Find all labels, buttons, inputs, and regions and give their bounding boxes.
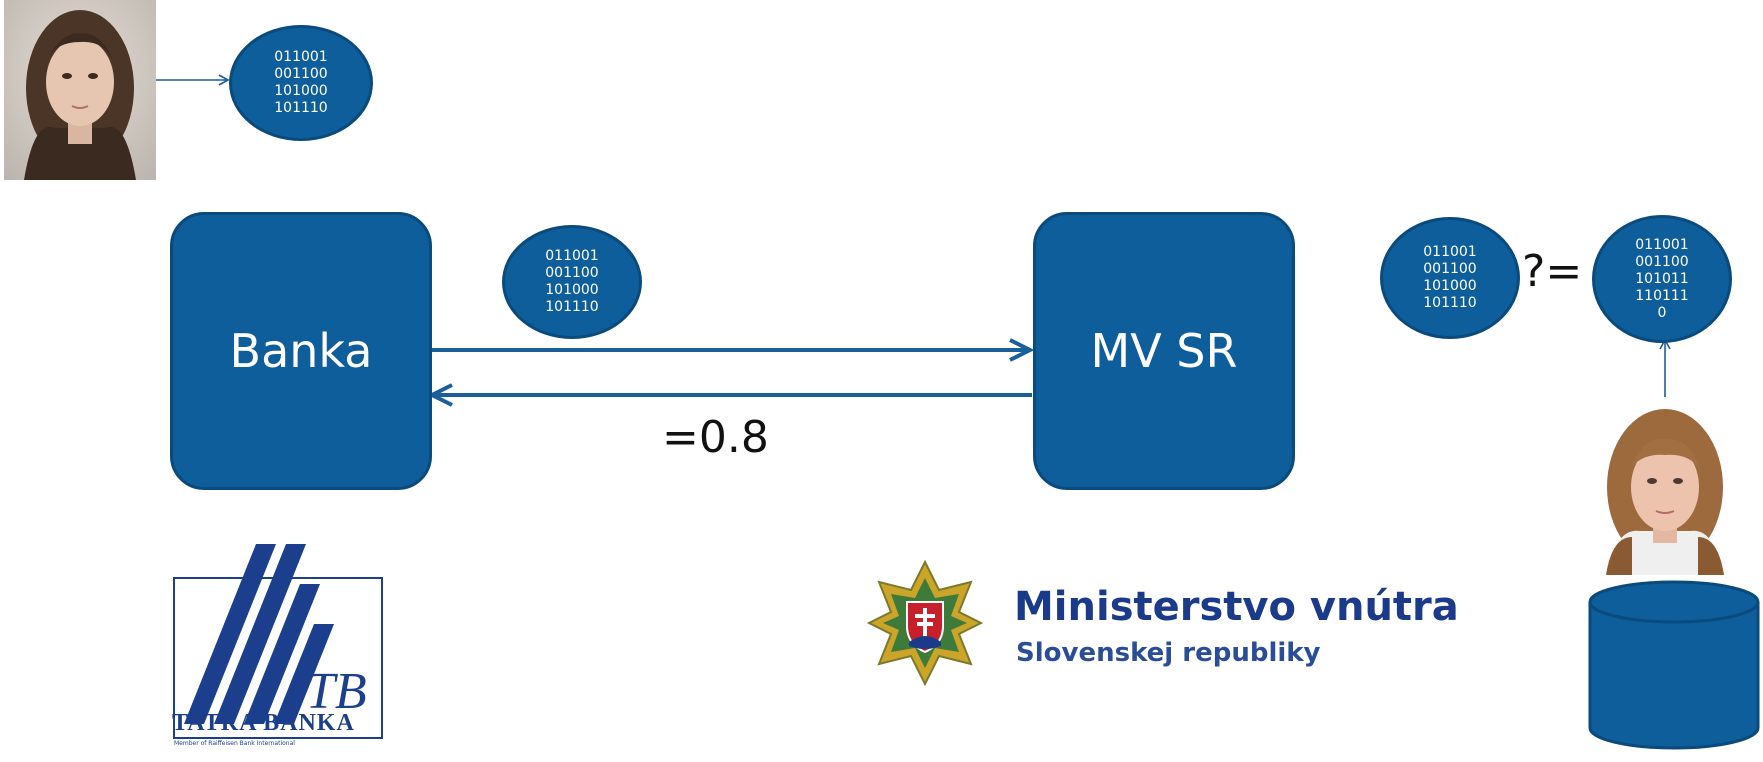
binary-line: 001100 bbox=[545, 265, 599, 281]
compare-operator: ?= bbox=[1522, 246, 1583, 297]
binary-line: 101110 bbox=[274, 100, 328, 116]
face-photo-icon bbox=[4, 0, 156, 180]
tatra-banka-logo: TB TATRA BANKA Member of Raiffeisen Bank… bbox=[170, 540, 388, 760]
bank-label: Banka bbox=[229, 324, 373, 378]
binary-line: 101110 bbox=[545, 299, 599, 315]
binary-line: 011001 bbox=[1635, 236, 1689, 253]
tatra-monogram: TB bbox=[306, 663, 367, 720]
binary-line: 001100 bbox=[1635, 253, 1689, 270]
coat-of-arms-icon bbox=[867, 560, 983, 686]
binary-line: 011001 bbox=[274, 49, 328, 65]
binary-line: 001100 bbox=[274, 66, 328, 82]
binary-line: 101000 bbox=[274, 83, 328, 99]
bank-node: Banka bbox=[170, 212, 432, 490]
binary-line: 101000 bbox=[545, 282, 599, 298]
face-photo-icon bbox=[1592, 397, 1738, 575]
binary-line: 101110 bbox=[1423, 295, 1477, 311]
tatra-banka-logo-mark bbox=[173, 544, 383, 739]
ministry-subtitle: Slovenskej republiky bbox=[1016, 638, 1321, 668]
binary-line: 110111 bbox=[1635, 287, 1689, 304]
ministry-node: MV SR bbox=[1033, 212, 1295, 490]
match-score: =0.8 bbox=[662, 412, 769, 463]
binary-line: 101000 bbox=[1423, 278, 1477, 294]
ministry-name: Ministerstvo vnútra bbox=[1014, 584, 1459, 630]
binary-line: 011001 bbox=[545, 248, 599, 264]
tatra-name: TATRA BANKA bbox=[172, 710, 355, 736]
right-face-photo bbox=[1592, 397, 1738, 575]
binary-line: 101011 bbox=[1635, 270, 1689, 287]
left-face-photo bbox=[4, 0, 156, 180]
binary-line: 011001 bbox=[1423, 244, 1477, 260]
database-cylinder-icon bbox=[1588, 580, 1760, 750]
binary-line: 001100 bbox=[1423, 261, 1477, 277]
binary-line: 0 bbox=[1657, 304, 1667, 321]
tatra-subtitle: Member of Raiffeisen Bank International bbox=[174, 740, 295, 747]
ministry-label: MV SR bbox=[1090, 324, 1238, 378]
